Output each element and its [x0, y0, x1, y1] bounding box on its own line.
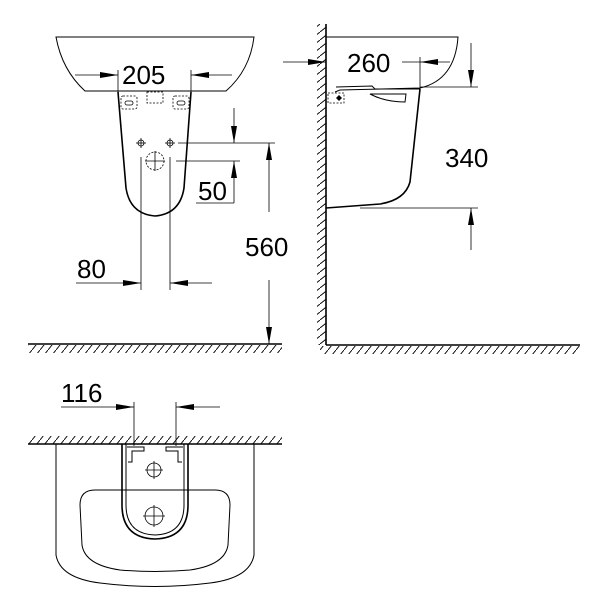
basin-side-outline	[326, 36, 459, 93]
mounting-holes-top	[143, 461, 165, 527]
dim-116	[61, 402, 220, 446]
label-80: 80	[77, 254, 106, 284]
side-view	[283, 24, 580, 354]
wall-side	[317, 24, 327, 345]
top-view	[28, 402, 282, 587]
bowl-top-outline	[79, 489, 231, 572]
front-view	[28, 36, 282, 353]
wall-top	[28, 436, 282, 445]
mounting-holes	[136, 138, 175, 171]
label-205: 205	[122, 60, 165, 90]
label-50: 50	[198, 176, 227, 206]
pedestal-front-outline	[117, 91, 192, 217]
basin-top-outline	[55, 444, 255, 587]
dim-205	[75, 70, 232, 92]
pedestal-side-outline	[325, 88, 421, 209]
floor-front	[28, 343, 282, 353]
dim-50	[176, 108, 275, 204]
dim-340	[360, 43, 478, 250]
label-340: 340	[445, 143, 488, 173]
label-560: 560	[245, 232, 288, 262]
dim-560	[266, 143, 272, 344]
label-116: 116	[61, 378, 102, 408]
dim-80	[76, 157, 212, 290]
pedestal-top-outline	[121, 444, 189, 540]
label-260: 260	[347, 48, 390, 78]
basin-front-outline	[55, 36, 255, 92]
dim-260	[283, 57, 450, 92]
floor-side	[320, 344, 580, 354]
